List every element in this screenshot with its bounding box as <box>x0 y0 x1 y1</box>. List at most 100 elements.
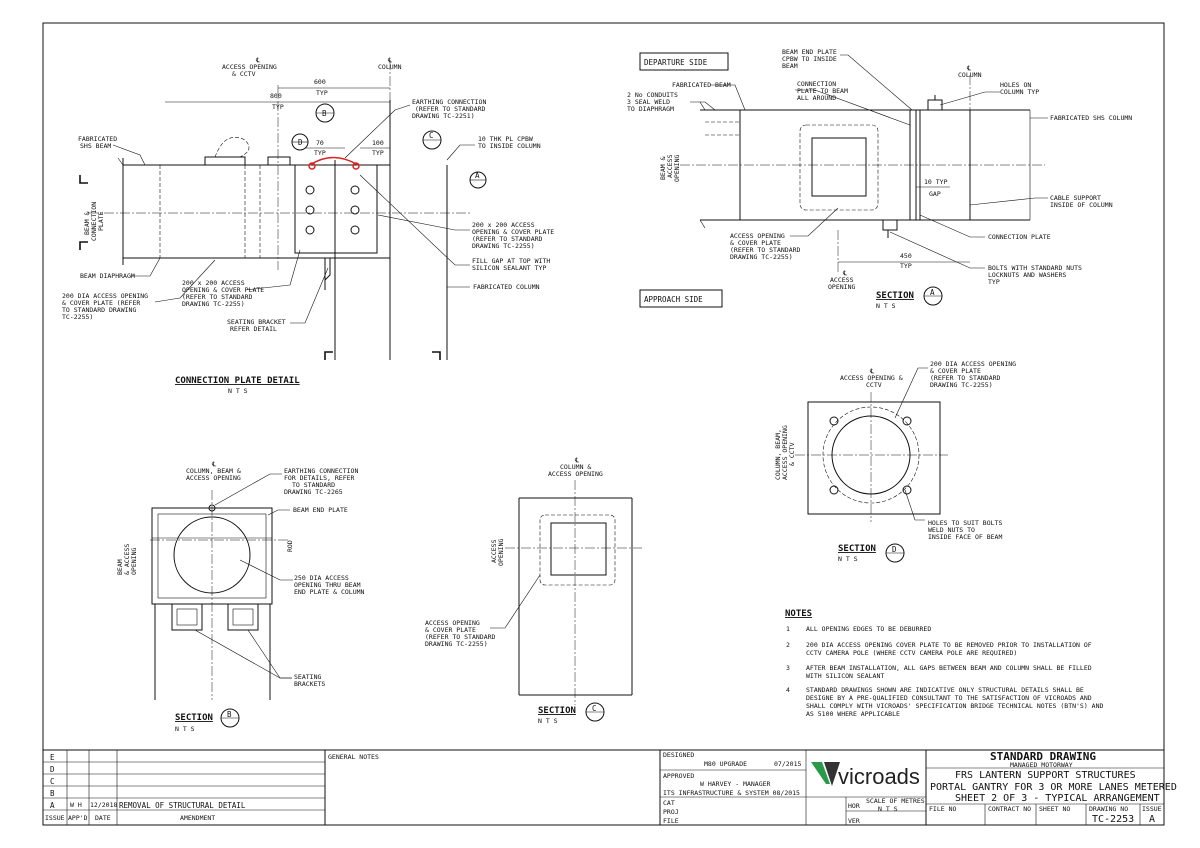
label-b-beam-access: BEAM& ACCESSOPENING <box>116 544 138 575</box>
label-connection-plate: CONNECTION PLATE <box>988 233 1051 241</box>
label-section-a-column: ℄COLUMN <box>958 64 982 79</box>
connection-plate-text: ℄ACCESS OPENING& CCTV ℄COLUMN 600 TYP 80… <box>62 56 554 395</box>
vicroads-logo-text: vicroads <box>838 764 920 789</box>
note-1-num: 1 <box>786 625 790 633</box>
section-d-text: 200 DIA ACCESS OPENING& COVER PLATE(REFE… <box>774 360 1016 563</box>
dim-600: 600 <box>314 78 326 86</box>
label-section-a-access-cover: ACCESS OPENING& COVER PLATE(REFER TO STA… <box>730 232 801 261</box>
label-b-beam-end-plate: BEAM END PLATE <box>293 506 348 514</box>
vicroads-logo-icon <box>811 762 830 784</box>
connection-plate-title: CONNECTION PLATE DETAIL <box>175 376 300 386</box>
label-dia200-access: 200 DIA ACCESS OPENING& COVER PLATE (REF… <box>62 292 148 321</box>
issue-label: ISSUE <box>1142 805 1162 813</box>
label-column-cl: ℄COLUMN <box>378 56 402 71</box>
header-amendment: AMENDMENT <box>180 814 215 822</box>
marker-d-label: D <box>298 138 303 147</box>
label-beam-diaphragm: BEAM DIAPHRAGM <box>80 272 135 280</box>
issue-d: D <box>50 765 55 774</box>
contract-no-label: CONTRACT NO <box>988 805 1031 813</box>
section-c-drawing <box>490 480 642 722</box>
connection-plate-scale: N T S <box>228 387 248 395</box>
section-a-scale: N T S <box>876 302 896 310</box>
issue-c: C <box>50 777 55 786</box>
label-beam-access-opening: BEAM &ACCESSOPENING <box>659 154 681 182</box>
scale-label: SCALE OF METRES <box>866 797 925 805</box>
title-line-2: PORTAL GANTRY FOR 3 OR MORE LANES METERE… <box>930 782 1177 793</box>
section-d-drawing <box>795 367 948 563</box>
note-3-line-1: AFTER BEAM INSTALLATION, ALL GAPS BETWEE… <box>806 664 1092 672</box>
label-gap: GAP <box>929 190 941 198</box>
dim-450: 450 <box>900 252 912 260</box>
dim-100-typ: TYP <box>372 149 384 157</box>
dim-10-typ: 10 TYP <box>924 178 948 186</box>
label-fabricated-shs-column: FABRICATED SHS COLUMN <box>1050 114 1132 122</box>
title-block-text: E D C B A W H 12/2018 REMOVAL OF STRUCTU… <box>45 750 1177 825</box>
cat-label: CAT <box>663 799 675 807</box>
issue-b: B <box>50 789 55 798</box>
dim-450-typ: TYP <box>900 262 912 270</box>
section-b-scale: N T S <box>175 725 195 733</box>
section-b-title: SECTION <box>175 713 213 723</box>
approved-org: ITS INFRASTRUCTURE & SYSTEM 08/2015 <box>663 789 800 797</box>
label-fabricated-beam: FABRICATED BEAM <box>672 81 731 89</box>
dim-800-typ: TYP <box>272 103 284 111</box>
scale-value: N T S <box>878 805 898 813</box>
approved-value: W HARVEY - MANAGER <box>700 780 771 788</box>
rev-a-amendment: REMOVAL OF STRUCTURAL DETAIL <box>119 801 246 810</box>
note-2-num: 2 <box>786 641 790 649</box>
proj-label: PROJ <box>663 808 679 816</box>
label-c-column-access: ℄COLUMN &ACCESS OPENING <box>548 456 603 478</box>
dim-800: 800 <box>270 92 282 100</box>
note-4-line-3: SHALL COMPLY WITH VICROADS' SPECIFICATIO… <box>806 702 1103 710</box>
title-block <box>43 749 1164 825</box>
label-d-access-cctv: ℄ACCESS OPENING &CCTV <box>840 367 903 389</box>
section-a-letter: A <box>930 288 935 297</box>
section-b-drawing <box>150 473 293 728</box>
notes-heading: NOTES <box>785 609 812 619</box>
section-d-letter: D <box>892 545 897 554</box>
header-appd: APP'D <box>68 814 88 822</box>
label-b-column-beam: ℄COLUMN, BEAM &ACCESS OPENING <box>186 460 241 482</box>
general-notes: GENERAL NOTES <box>328 753 379 761</box>
note-3-line-2: WITH SILICON SEALANT <box>806 672 884 680</box>
section-c-letter: C <box>592 704 597 713</box>
note-3-num: 3 <box>786 664 790 672</box>
designed-date: 07/2015 <box>774 760 801 768</box>
drawing-border <box>42 22 1165 826</box>
issue-value: A <box>1149 814 1155 825</box>
label-d-dia200: 200 DIA ACCESS OPENING& COVER PLATE(REFE… <box>930 360 1016 389</box>
title-line-1: FRS LANTERN SUPPORT STRUCTURES <box>955 770 1136 781</box>
notes: NOTES 1 ALL OPENING EDGES TO BE DEBURRED… <box>785 609 1103 718</box>
note-4-line-1: STANDARD DRAWINGS SHOWN ARE INDICATIVE O… <box>806 686 1084 694</box>
dim-70-typ: TYP <box>314 149 326 157</box>
file-label: FILE <box>663 817 679 825</box>
label-c-access-cover: ACCESS OPENING& COVER PLATE(REFER TO STA… <box>425 619 496 648</box>
section-b-text: ℄COLUMN, BEAM &ACCESS OPENING EARTHING C… <box>116 460 365 733</box>
marker-c-label: C <box>429 131 434 140</box>
file-no-label: FILE NO <box>929 805 956 813</box>
note-2-line-2: CCTV CAMERA POLE (WHERE CCTV CAMERA POLE… <box>806 649 1017 657</box>
section-a-title: SECTION <box>876 291 914 301</box>
drawing-no-label: DRAWING NO <box>1089 805 1128 813</box>
section-d-title: SECTION <box>838 544 876 554</box>
issue-e: E <box>50 753 55 762</box>
label-c-access-opening: ACCESSOPENING <box>490 539 505 566</box>
section-b-letter: B <box>227 710 232 719</box>
dim-600-typ: TYP <box>316 89 328 97</box>
section-c-title: SECTION <box>538 706 576 716</box>
section-c-scale: N T S <box>538 717 558 725</box>
